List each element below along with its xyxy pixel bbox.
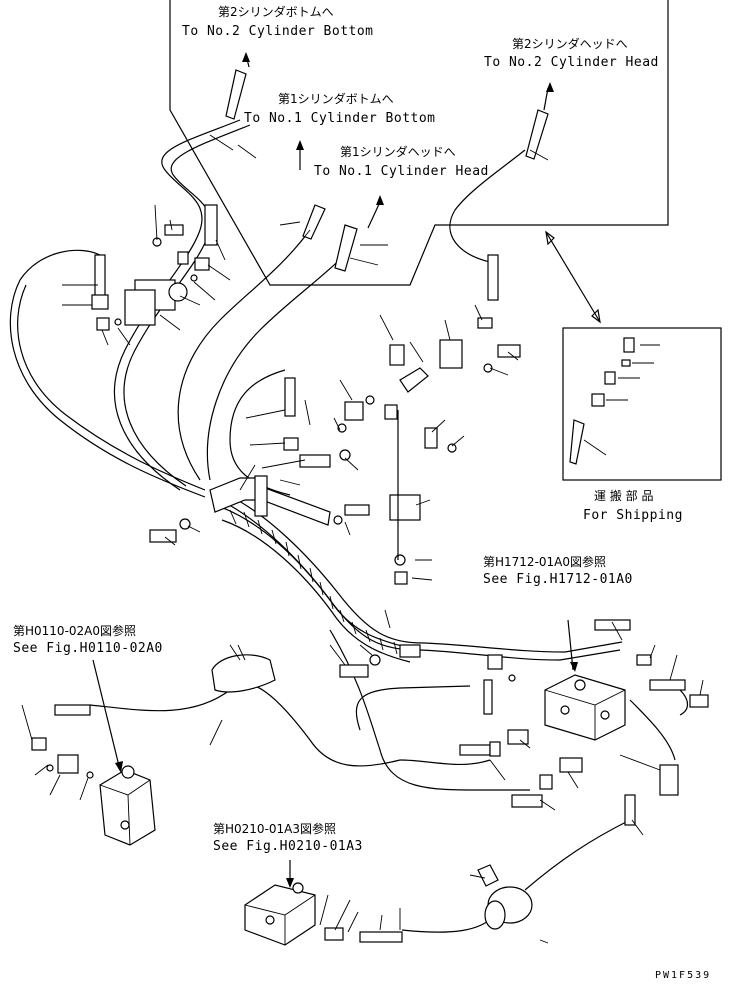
center-bolt <box>329 644 421 678</box>
cyl1-head-en: To No.1 Cylinder Head <box>314 164 489 179</box>
drawing-code: PW1F539 <box>655 970 711 981</box>
left-fitting-cluster <box>91 204 218 331</box>
cyl2-bottom-jp: 第2シリンダボトムへ <box>218 4 334 19</box>
right-valve-block <box>459 619 709 836</box>
ref-h0110-jp: 第H0110-02A0図参照 <box>13 623 136 638</box>
hose-bracket <box>209 475 331 526</box>
ref-h0110-en: See Fig.H0110-02A0 <box>13 641 163 656</box>
shipping-parts-box <box>562 327 722 481</box>
cyl2-head-jp: 第2シリンダヘッドへ <box>512 36 628 51</box>
left-leaders <box>62 134 234 346</box>
shipping-en: For Shipping <box>583 508 683 523</box>
detail-double-arrow <box>545 231 601 323</box>
ref-h1712-en: See Fig.H1712-01A0 <box>483 572 633 587</box>
cylinder-destination-frame <box>169 0 669 286</box>
cyl2-bottom-en: To No.2 Cylinder Bottom <box>182 24 374 39</box>
cyl2-head-en: To No.2 Cylinder Head <box>484 55 659 70</box>
lower-valve-block <box>244 860 403 946</box>
cyl1-bottom-jp: 第1シリンダボトムへ <box>278 91 394 106</box>
ref-h1712-jp: 第H1712-01A0図参照 <box>483 554 606 569</box>
center-fitting-cluster <box>149 254 521 585</box>
cyl1-head-jp: 第1シリンダヘッドへ <box>340 144 456 159</box>
left-valve-block <box>21 659 223 846</box>
cylinder-hose-ends <box>225 52 554 272</box>
cyl1-bottom-en: To No.1 Cylinder Bottom <box>244 111 436 126</box>
ref-h0210-en: See Fig.H0210-01A3 <box>213 839 363 854</box>
center-leaders <box>164 304 519 629</box>
shipping-fittings <box>569 337 660 465</box>
swivel-joint <box>211 644 276 693</box>
spiral-hose-guard <box>214 504 411 663</box>
ref-h0210-jp: 第H0210-01A3図参照 <box>213 821 336 836</box>
shipping-jp: 運 搬 部 品 <box>594 488 653 503</box>
accumulator <box>469 864 549 944</box>
